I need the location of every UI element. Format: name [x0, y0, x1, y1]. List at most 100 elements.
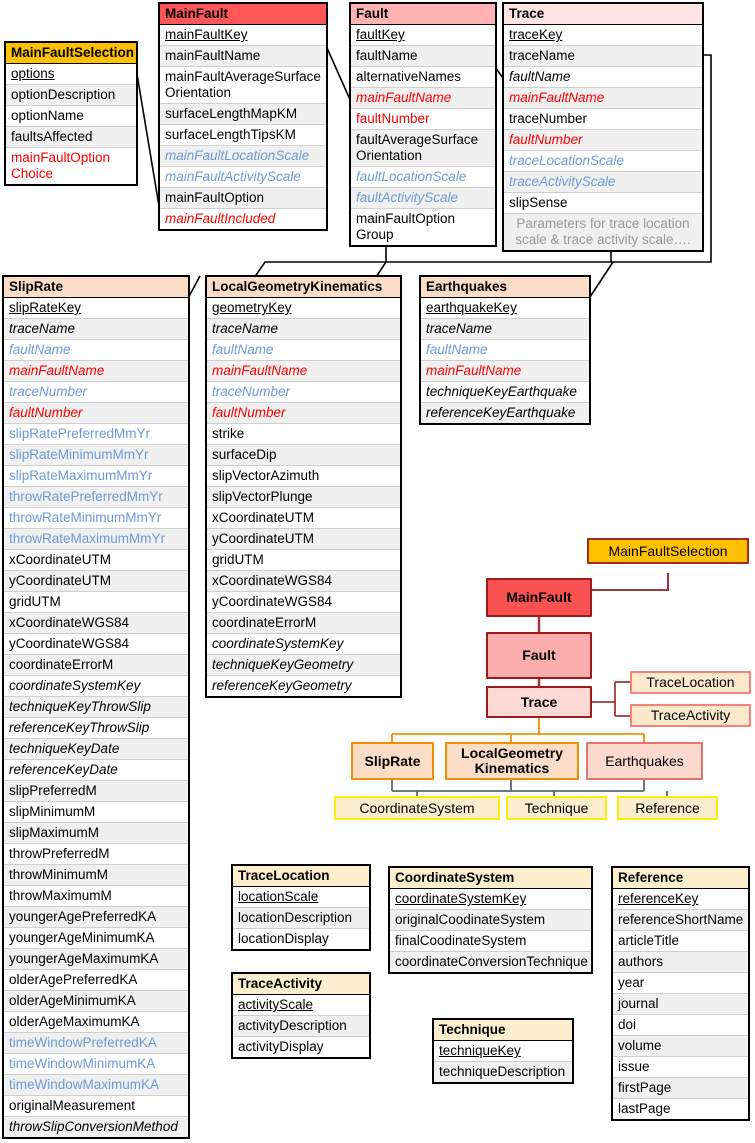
- field-row: faultNumber: [504, 130, 702, 151]
- field-row: activityScale: [233, 995, 369, 1016]
- field-row: traceNumber: [504, 109, 702, 130]
- field-row: faultAverageSurface Orientation: [351, 130, 495, 167]
- field-row: mainFaultName: [504, 88, 702, 109]
- node-label: Fault: [522, 647, 556, 663]
- field-row: geometryKey: [207, 298, 400, 319]
- field-row: mainFaultLocationScale: [160, 146, 326, 167]
- field-row: gridUTM: [207, 550, 400, 571]
- hierarchy-node-trace-location[interactable]: TraceLocation: [630, 671, 751, 694]
- hierarchy-node-trace[interactable]: Trace: [486, 686, 592, 718]
- field-row: traceName: [4, 319, 188, 340]
- hierarchy-node-earthquakes[interactable]: Earthquakes: [586, 742, 703, 780]
- field-row: traceNumber: [4, 382, 188, 403]
- field-row: referenceKey: [613, 889, 748, 910]
- field-row: firstPage: [613, 1078, 748, 1099]
- field-row: locationDescription: [233, 908, 369, 929]
- field-row: faultName: [504, 67, 702, 88]
- field-row: olderAgePreferredKA: [4, 970, 188, 991]
- field-row: activityDisplay: [238, 1039, 324, 1054]
- field-row: faultLocationScale: [351, 167, 495, 188]
- field-row: finalCoodinateSystem: [390, 931, 591, 952]
- table-title: MainFaultSelection: [6, 43, 136, 64]
- field-row: locationDisplay: [238, 931, 329, 946]
- field-row: timeWindowPreferredKA: [4, 1033, 188, 1054]
- hierarchy-node-main-fault[interactable]: MainFault: [486, 578, 592, 617]
- field-row: techniqueDescription: [434, 1062, 572, 1082]
- field-row: traceLocationScale: [504, 151, 702, 172]
- field-row: year: [613, 973, 748, 994]
- field-row: yCoordinateUTM: [207, 529, 400, 550]
- table-trace-location: TraceLocation locationScale locationDesc…: [231, 864, 371, 951]
- field-row: earthquakeKey: [421, 298, 589, 319]
- field-row: originalCoodinateSystem: [390, 910, 591, 931]
- field-row: traceKey: [504, 25, 702, 46]
- node-label: MainFault: [506, 589, 572, 605]
- field-row: throwRateMinimumMmYr: [4, 508, 188, 529]
- table-earthquakes: Earthquakes earthquakeKey traceName faul…: [419, 275, 591, 425]
- field-row: faultNumber: [4, 403, 188, 424]
- field-row: referenceKeyThrowSlip: [4, 718, 188, 739]
- field-row: techniqueKeyDate: [4, 739, 188, 760]
- field-row: options: [6, 64, 136, 85]
- table-technique: Technique techniqueKey techniqueDescript…: [432, 1018, 574, 1084]
- hierarchy-node-reference[interactable]: Reference: [617, 796, 718, 820]
- table-title: SlipRate: [4, 277, 188, 298]
- field-row: yCoordinateUTM: [4, 571, 188, 592]
- field-row: yCoordinateWGS84: [4, 634, 188, 655]
- field-row: faultName: [4, 340, 188, 361]
- field-row: slipMinimumM: [4, 802, 188, 823]
- field-row: slipSense: [504, 193, 702, 214]
- field-row: coordinateErrorM: [207, 613, 400, 634]
- field-row: articleTitle: [613, 931, 748, 952]
- field-row: mainFaultName: [207, 361, 400, 382]
- field-row: referenceKeyDate: [4, 760, 188, 781]
- table-title: Reference: [613, 868, 748, 889]
- field-row: optionDescription: [6, 85, 136, 106]
- field-row: referenceKeyGeometry: [212, 678, 352, 693]
- hierarchy-node-slip-rate[interactable]: SlipRate: [351, 742, 434, 780]
- table-main-fault: MainFault mainFaultKey mainFaultName mai…: [158, 2, 328, 231]
- field-row: faultActivityScale: [351, 188, 495, 209]
- field-row: youngerAgeMaximumKA: [4, 949, 188, 970]
- field-row: traceNumber: [207, 382, 400, 403]
- field-row: slipRateMaximumMmYr: [4, 466, 188, 487]
- hierarchy-node-trace-activity[interactable]: TraceActivity: [630, 704, 751, 727]
- node-label: Technique: [524, 799, 589, 816]
- table-slip-rate: SlipRate slipRateKey traceName faultName…: [2, 275, 190, 1139]
- field-row: journal: [613, 994, 748, 1015]
- field-row: doi: [613, 1015, 748, 1036]
- field-row: traceActivityScale: [504, 172, 702, 193]
- table-local-geometry-kinematics: LocalGeometryKinematics geometryKey trac…: [205, 275, 402, 698]
- field-row: mainFaultOption Group: [356, 211, 456, 242]
- field-row: faultNumber: [207, 403, 400, 424]
- field-row: techniqueKey: [434, 1041, 572, 1062]
- field-row: faultKey: [351, 25, 495, 46]
- field-row: olderAgeMinimumKA: [4, 991, 188, 1012]
- hierarchy-node-fault[interactable]: Fault: [486, 632, 592, 679]
- field-row: gridUTM: [4, 592, 188, 613]
- table-title: MainFault: [160, 4, 326, 25]
- table-reference: Reference referenceKey referenceShortNam…: [611, 866, 750, 1121]
- field-row: optionName: [6, 106, 136, 127]
- field-row: volume: [613, 1036, 748, 1057]
- table-coordinate-system: CoordinateSystem coordinateSystemKey ori…: [388, 866, 593, 974]
- field-row: slipVectorPlunge: [207, 487, 400, 508]
- node-label: SlipRate: [364, 752, 421, 769]
- field-row: xCoordinateUTM: [207, 508, 400, 529]
- field-row: slipRateMinimumMmYr: [4, 445, 188, 466]
- table-title: CoordinateSystem: [390, 868, 591, 889]
- field-row: mainFaultName: [351, 88, 495, 109]
- field-row: strike: [207, 424, 400, 445]
- field-row: mainFaultIncluded: [165, 211, 276, 226]
- hierarchy-node-main-fault-selection[interactable]: MainFaultSelection: [587, 538, 749, 564]
- node-label-line2: Kinematics: [474, 760, 550, 776]
- table-title: LocalGeometryKinematics: [207, 277, 400, 298]
- field-row: faultName: [351, 46, 495, 67]
- field-row: xCoordinateWGS84: [207, 571, 400, 592]
- hierarchy-node-coordinate-system[interactable]: CoordinateSystem: [334, 796, 500, 820]
- field-row: mainFaultActivityScale: [160, 167, 326, 188]
- hierarchy-node-local-geometry-kinematics[interactable]: LocalGeometry Kinematics: [445, 742, 579, 780]
- field-row: slipPreferredM: [4, 781, 188, 802]
- hierarchy-node-technique[interactable]: Technique: [506, 796, 607, 820]
- table-title: Trace: [504, 4, 702, 25]
